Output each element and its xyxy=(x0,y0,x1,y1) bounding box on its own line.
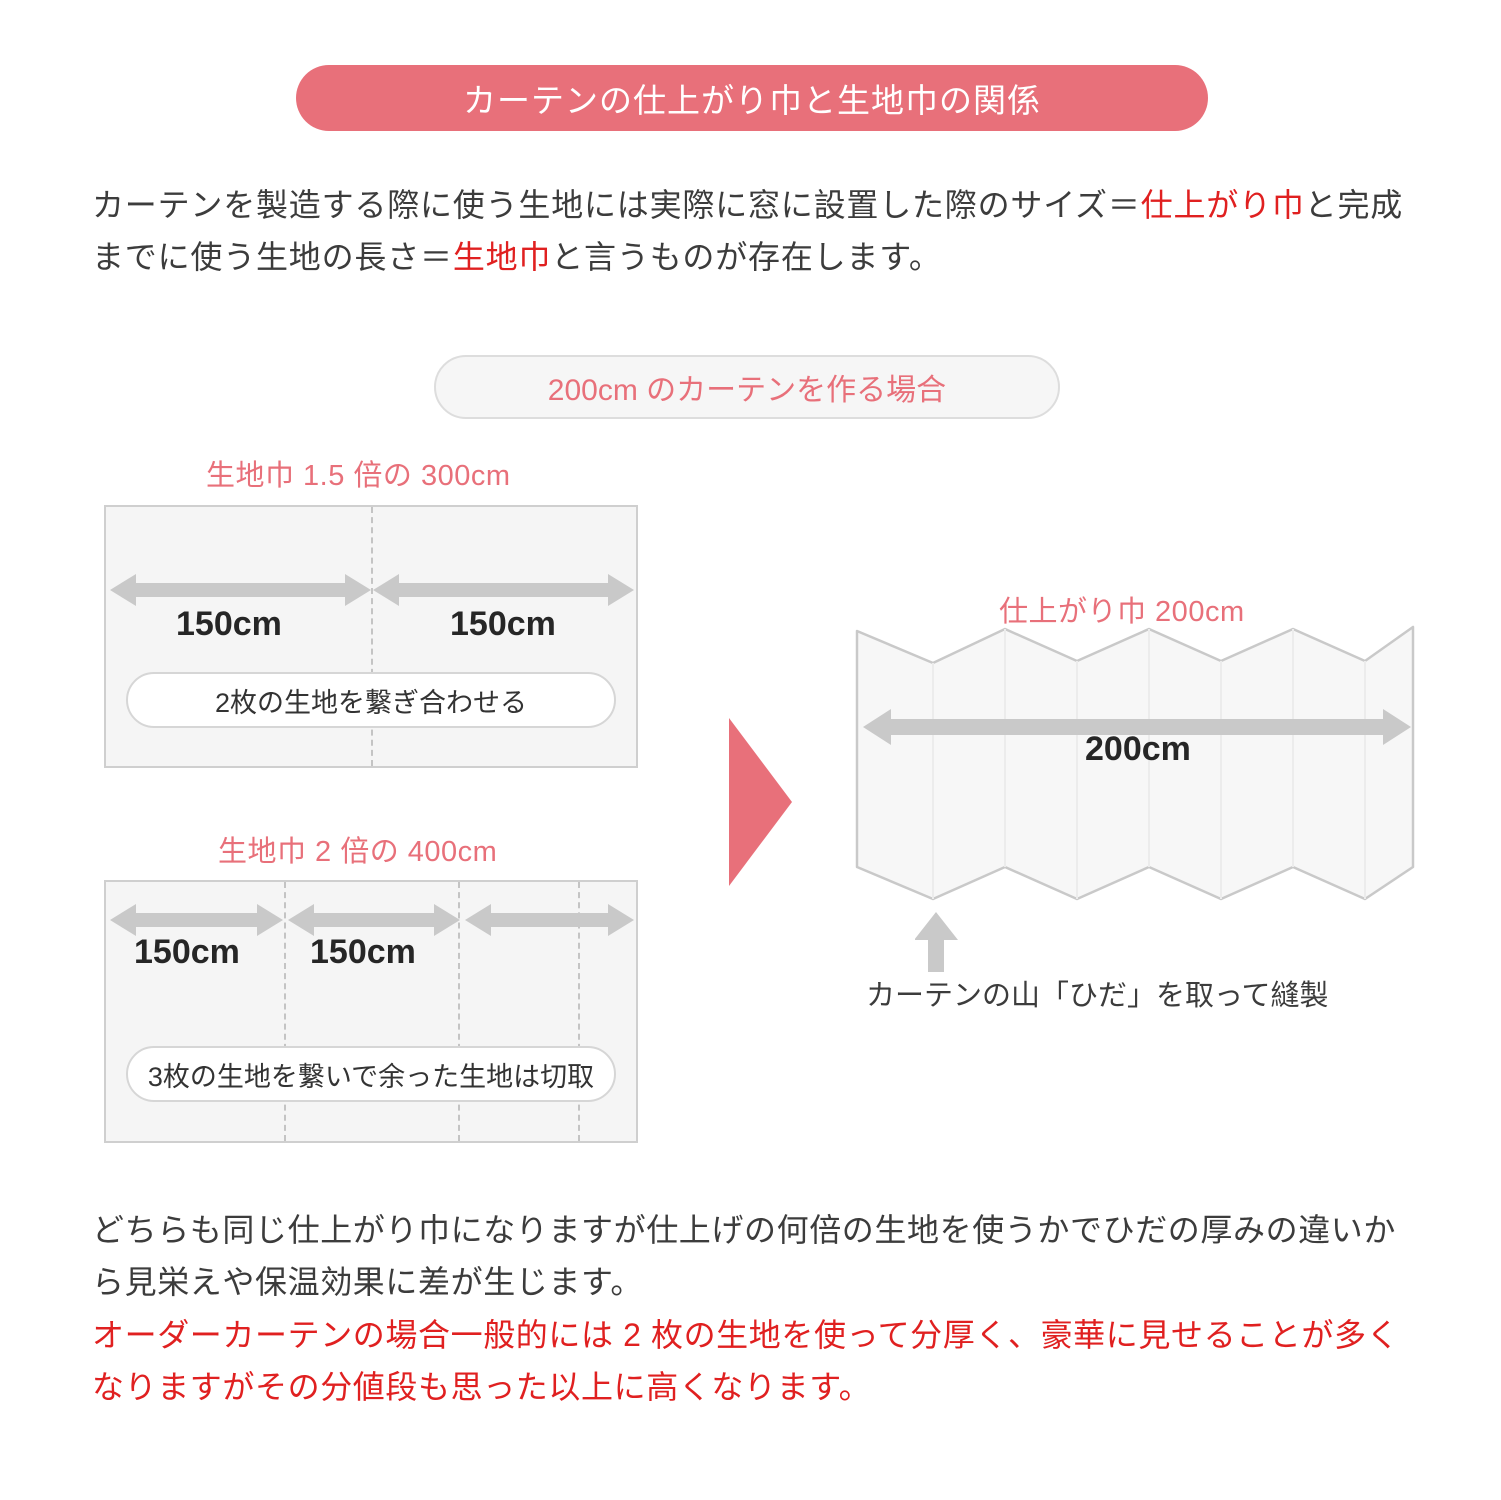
panel-2-seam-line-1 xyxy=(283,882,286,1141)
triangle-right-icon xyxy=(729,718,792,886)
pleated-curtain-illustration xyxy=(855,615,1415,915)
result-title: 仕上がり巾 200cm xyxy=(999,596,1245,628)
panel-2-seam-line-2 xyxy=(458,882,461,1141)
panel-1-note-text: 2枚の生地を繋ぎ合わせる xyxy=(214,687,527,718)
panel-1-seam-line xyxy=(371,507,373,766)
result-caption: カーテンの山「ひだ」を取って縫製 xyxy=(866,980,1329,1012)
case-label-pill: 200cm のカーテンを作る場合 xyxy=(434,355,1060,419)
intro-line-1: カーテンを製造する際に使う生地には実際に窓に設置した際のサイズ＝ xyxy=(92,187,1141,223)
panel-2-segment-label-2: 150cm xyxy=(310,933,416,971)
intro-paragraph: カーテンを製造する際に使う生地には実際に窓に設置した際のサイズ＝仕上がり巾と完成… xyxy=(92,180,1412,284)
panel-1-note-pill: 2枚の生地を繋ぎ合わせる xyxy=(126,672,616,728)
case-label-text: 200cm のカーテンを作る場合 xyxy=(547,374,947,407)
panel-2-dimension-arrows xyxy=(110,904,634,936)
panel-2-cut-line xyxy=(577,882,580,1141)
panel-2-note-text: 3枚の生地を繋いで余った生地は切取 xyxy=(147,1061,595,1092)
page-title-banner: カーテンの仕上がり巾と生地巾の関係 xyxy=(296,65,1208,131)
panel-1-segment-label-1: 150cm xyxy=(176,605,282,643)
intro-highlight-fabric-width: 生地巾 xyxy=(452,238,552,275)
panel-2-title: 生地巾 2 倍の 400cm xyxy=(218,836,498,868)
page-title-text: カーテンの仕上がり巾と生地巾の関係 xyxy=(463,82,1041,119)
panel-2-note-pill: 3枚の生地を繋いで余った生地は切取 xyxy=(126,1046,616,1102)
arrow-up-icon xyxy=(915,912,958,972)
intro-tail: と言うものが存在します。 xyxy=(551,238,942,275)
outro-paragraph-red: オーダーカーテンの場合一般的には 2 枚の生地を使って分厚く、豪華に見せることが… xyxy=(92,1317,1400,1405)
intro-highlight-finished-width: 仕上がり巾 xyxy=(1140,187,1305,223)
intro-mid: と完成までに使う生地の長さ＝ xyxy=(92,187,1404,275)
pleated-curtain-shape xyxy=(855,625,1415,901)
panel-2-segment-label-1: 150cm xyxy=(134,933,240,971)
result-dimension-label: 200cm xyxy=(1085,730,1191,768)
curtain-fold-lines xyxy=(932,629,1366,899)
curtain-dimension-arrow xyxy=(863,709,1411,745)
panel-1-segment-label-2: 150cm xyxy=(450,605,556,643)
outro-paragraph-gray: どちらも同じ仕上がり巾になりますが仕上げの何倍の生地を使うかでひだの厚みの違いか… xyxy=(92,1212,1397,1300)
panel-1-dimension-arrows xyxy=(110,574,634,606)
panel-1-title: 生地巾 1.5 倍の 300cm xyxy=(206,460,511,492)
